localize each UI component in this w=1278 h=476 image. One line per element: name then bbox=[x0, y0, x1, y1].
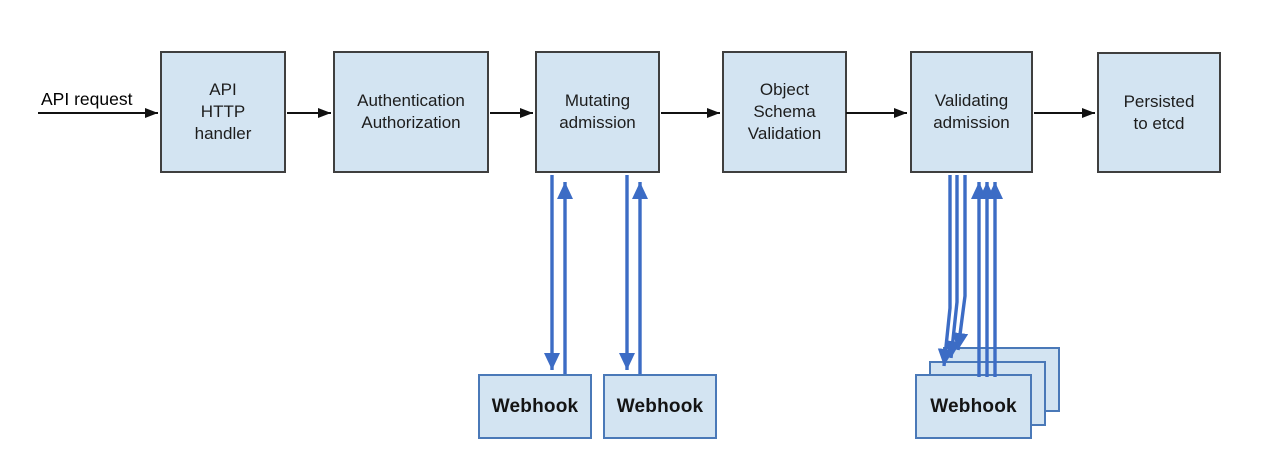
validating-webhook-request-arrow-2 bbox=[944, 175, 961, 359]
box-validating-admission-label: Validating admission bbox=[933, 91, 1010, 132]
box-persisted-to-etcd-label: Persisted to etcd bbox=[1123, 91, 1195, 133]
box-validating-webhook-front-label: Webhook bbox=[930, 395, 1017, 417]
webhook-arrows bbox=[544, 175, 1003, 377]
box-validating-admission: Validating admission bbox=[910, 51, 1033, 173]
box-mutating-webhook-1-label: Webhook bbox=[491, 395, 579, 417]
box-validating-webhook-front: Webhook bbox=[915, 374, 1032, 439]
box-object-schema-validation: Object Schema Validation bbox=[722, 51, 847, 173]
box-authentication-authorization: Authentication Authorization bbox=[333, 51, 489, 173]
validating-webhook-request-arrow-3 bbox=[952, 175, 969, 351]
api-request-label: API request bbox=[41, 89, 133, 109]
box-mutating-webhook-2-label: Webhook bbox=[616, 395, 704, 417]
box-mutating-admission: Mutating admission bbox=[535, 51, 660, 173]
box-api-http-handler: API HTTP handler bbox=[160, 51, 286, 173]
box-mutating-admission-label: Mutating admission bbox=[559, 91, 636, 132]
box-persisted-to-etcd: Persisted to etcd bbox=[1097, 52, 1221, 173]
box-mutating-webhook-2: Webhook bbox=[603, 374, 717, 439]
box-object-schema-validation-label: Object Schema Validation bbox=[747, 80, 822, 143]
box-mutating-webhook-1: Webhook bbox=[478, 374, 592, 439]
validating-webhook-request-arrow-1 bbox=[937, 175, 954, 367]
box-api-http-handler-label: API HTTP handler bbox=[194, 80, 252, 143]
box-authentication-authorization-label: Authentication Authorization bbox=[357, 91, 465, 132]
